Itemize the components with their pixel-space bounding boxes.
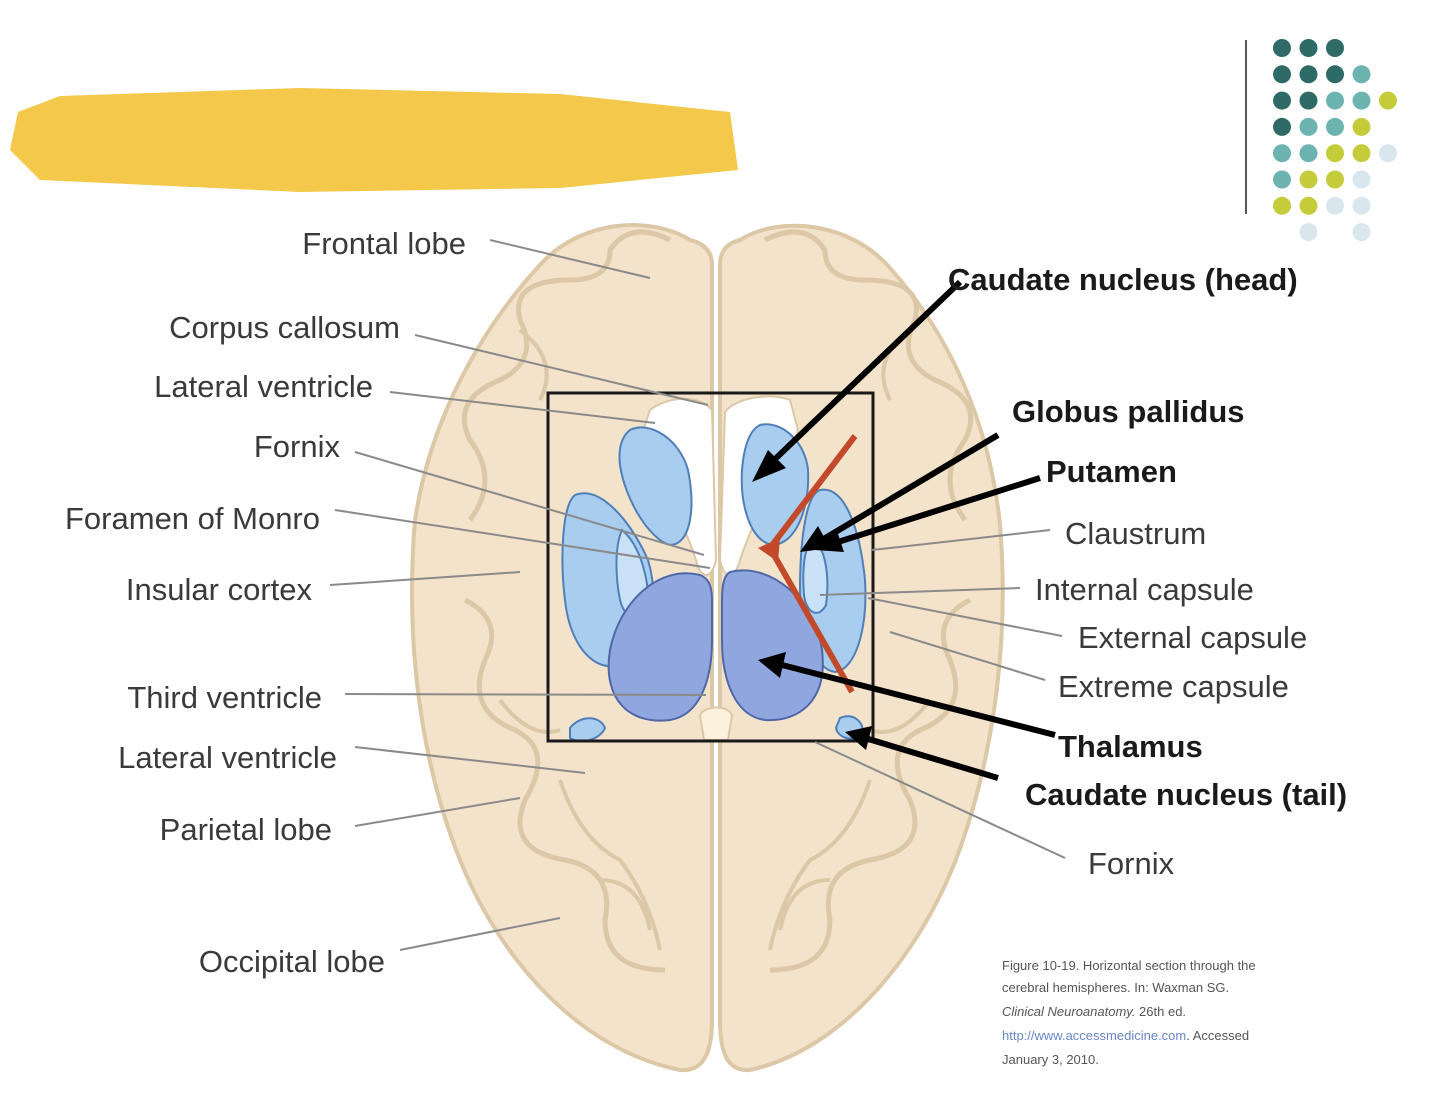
caption-line-2: cerebral hemispheres. In: Waxman SG. (1002, 980, 1229, 995)
label-thalamus: Thalamus (1058, 729, 1203, 764)
caption-link[interactable]: http://www.accessmedicine.com (1002, 1028, 1186, 1043)
gyri-pattern-right (763, 229, 974, 973)
label-parietal-lobe: Parietal lobe (160, 812, 332, 847)
posterior-midline-structure (698, 706, 734, 741)
decor-dot (1326, 91, 1344, 110)
decor-dot (1273, 170, 1291, 189)
label-frontal-lobe: Frontal lobe (302, 226, 466, 261)
decor-dot (1273, 196, 1291, 215)
caption-line-5: January 3, 2010. (1002, 1052, 1099, 1067)
decor-dot (1273, 91, 1291, 110)
label-insular-cortex: Insular cortex (126, 572, 313, 607)
label-external-capsule: External capsule (1078, 620, 1307, 655)
decor-dot (1273, 117, 1291, 136)
decor-dot (1299, 117, 1318, 136)
brain-section (410, 223, 1005, 1073)
label-caudate-nucleus-tail: Caudate nucleus (tail) (1025, 777, 1347, 812)
decor-dot (1352, 65, 1371, 84)
figure-caption: Figure 10-19. Horizontal section through… (1002, 958, 1256, 1067)
labels-bold: Caudate nucleus (head) Globus pallidus P… (948, 262, 1347, 812)
red-marker-tip (758, 538, 780, 562)
decor-dot (1326, 39, 1344, 57)
labels-right: Claustrum Internal capsule External caps… (1035, 516, 1307, 881)
decor-dot (1273, 65, 1291, 84)
label-lateral-ventricle-2: Lateral ventricle (118, 740, 337, 775)
label-putamen: Putamen (1046, 454, 1177, 489)
label-fornix-left: Fornix (254, 429, 341, 464)
decor-dot (1326, 65, 1344, 84)
caption-line-4: http://www.accessmedicine.com. Accessed (1002, 1028, 1249, 1043)
decor-dot (1326, 196, 1344, 215)
label-corpus-callosum: Corpus callosum (169, 310, 400, 345)
label-internal-capsule: Internal capsule (1035, 572, 1254, 607)
caption-edition: 26th ed. (1135, 1004, 1186, 1019)
decor-dot (1352, 196, 1371, 215)
decor-dot (1299, 144, 1318, 163)
decor-dot (1299, 91, 1318, 110)
decor-dot (1352, 223, 1371, 242)
caption-book-title: Clinical Neuroanatomy. (1002, 1004, 1135, 1019)
decor-dot (1379, 144, 1397, 163)
label-claustrum: Claustrum (1065, 516, 1206, 551)
decor-dot (1379, 91, 1397, 110)
labels-left: Frontal lobe Corpus callosum Lateral ven… (65, 226, 466, 979)
region-box (546, 391, 875, 743)
decor-dot (1273, 39, 1291, 57)
leader-lines-right (814, 529, 1066, 859)
label-extreme-capsule: Extreme capsule (1058, 669, 1289, 704)
label-occipital-lobe: Occipital lobe (199, 944, 385, 979)
gyri-inner-left (498, 328, 662, 951)
caption-line-3: Clinical Neuroanatomy. 26th ed. (1002, 1004, 1186, 1019)
gyri-inner-right (768, 328, 932, 951)
leader-lines-left (329, 239, 711, 951)
bold-arrows (752, 279, 1056, 781)
decor-dot (1299, 65, 1318, 84)
decor-dot (1326, 170, 1344, 189)
decor-dot (1299, 39, 1318, 57)
label-foramen-of-monro: Foramen of Monro (65, 501, 320, 536)
caption-accessed: . Accessed (1186, 1028, 1249, 1043)
yellow-highlight-bar (10, 88, 738, 192)
label-third-ventricle: Third ventricle (127, 680, 322, 715)
decor-dot (1352, 91, 1371, 110)
decor-dot (1299, 196, 1318, 215)
decor-dot (1352, 117, 1371, 136)
decor-dot (1326, 117, 1344, 136)
decor-dot (1352, 144, 1371, 163)
label-lateral-ventricle-1: Lateral ventricle (154, 369, 373, 404)
thalamus-left-shape (607, 572, 713, 722)
decor-dot (1299, 170, 1318, 189)
gyri-pattern-left (461, 229, 672, 973)
decor-dot (1299, 223, 1318, 242)
caudate-nucleus-head-right-shape (740, 423, 810, 547)
label-globus-pallidus: Globus pallidus (1012, 394, 1245, 429)
decor-dot (1352, 170, 1371, 189)
caption-line-1: Figure 10-19. Horizontal section through… (1002, 958, 1256, 973)
label-caudate-nucleus-head: Caudate nucleus (head) (948, 262, 1298, 297)
decorative-dot-grid (1273, 39, 1397, 242)
label-fornix-right: Fornix (1088, 846, 1175, 881)
decor-dot (1273, 144, 1291, 163)
decor-dot (1326, 144, 1344, 163)
